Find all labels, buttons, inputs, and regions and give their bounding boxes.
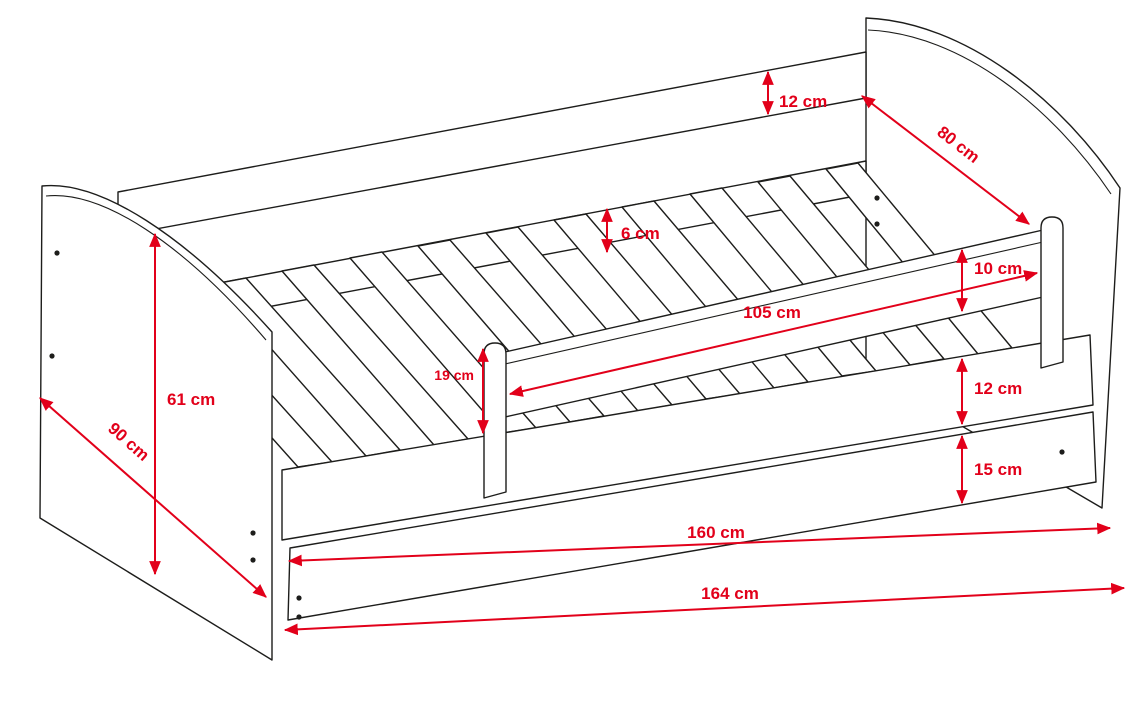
dim-label-guard-rail-board-height: 10 cm <box>974 259 1022 278</box>
dim-arrow-outer-length <box>283 582 1126 636</box>
screw-dot <box>54 250 60 256</box>
headboard-panel-top-edge <box>867 29 1112 195</box>
screw-dot <box>49 353 55 359</box>
dim-label-outer-length: 164 cm <box>701 584 759 603</box>
dim-arrow-bed-width-at-footboard <box>39 397 267 598</box>
dimension-lines <box>39 70 1126 636</box>
dim-label-back-rail-board-height: 12 cm <box>779 92 827 111</box>
screw-dot <box>874 221 880 227</box>
guard-rail-post-right <box>1040 216 1064 369</box>
screw-dot <box>1059 449 1065 455</box>
dim-arrow-inner-length <box>287 522 1112 567</box>
bed-drawing <box>39 17 1121 661</box>
guard-rail-post-left <box>483 342 507 499</box>
screw-dot <box>296 614 302 620</box>
dim-label-drawer-front-height: 15 cm <box>974 460 1022 479</box>
screw-dot <box>250 557 256 563</box>
dim-arrow-guard-rail-length <box>508 270 1039 397</box>
screw-dot <box>250 530 256 536</box>
screw-dot <box>874 195 880 201</box>
dim-label-side-frame-height: 12 cm <box>974 379 1022 398</box>
screw-dot <box>296 595 302 601</box>
dim-label-guard-rail-length: 105 cm <box>743 303 801 322</box>
dim-label-slat-support-height: 6 cm <box>621 224 660 243</box>
dim-label-headboard-panel-height: 61 cm <box>167 390 215 409</box>
dim-arrow-bed-width-at-headboard <box>861 95 1030 225</box>
dim-label-guard-post-height: 19 cm <box>434 367 474 383</box>
footboard-panel-top-edge <box>45 195 267 341</box>
dim-label-inner-length: 160 cm <box>687 523 745 542</box>
